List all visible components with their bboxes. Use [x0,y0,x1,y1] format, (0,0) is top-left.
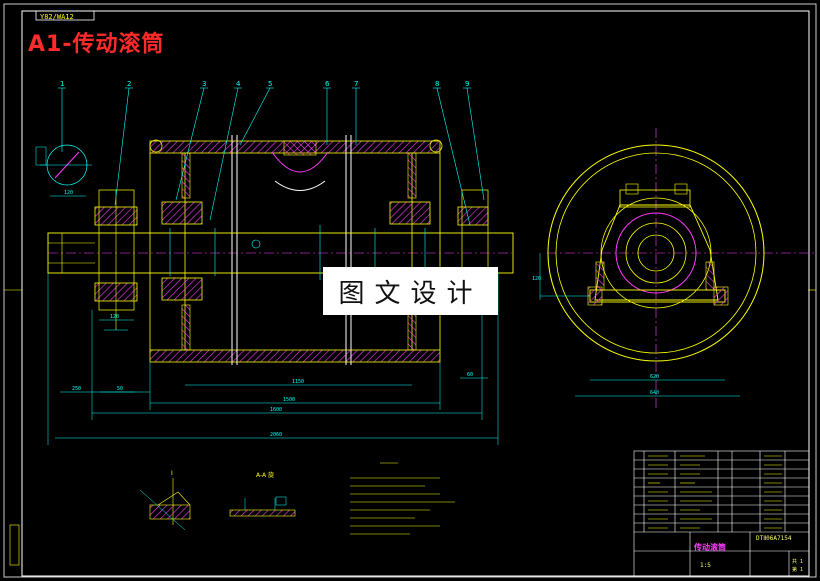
balloon-6: 6 [325,80,330,88]
drawing-code: Y82/WA12 [40,13,74,21]
title-block [633,450,810,577]
svg-text:50: 50 [117,386,123,392]
main-section-view [47,135,514,365]
svg-text:1500: 1500 [283,397,295,403]
balloon-2: 2 [127,80,131,88]
balloon-3: 3 [202,80,206,88]
svg-text:120: 120 [532,276,541,282]
section-labels: I A-A 旋 [171,470,274,479]
dimension-lines [47,273,499,445]
svg-text:1150: 1150 [292,379,304,385]
title-block-row-fills [648,455,782,529]
drawing-code-box [35,10,95,21]
title-block-sheet-info: 共 1 第 1 [792,558,803,574]
balloon-7: 7 [354,80,358,88]
svg-text:120: 120 [110,314,119,320]
sheet-number: 第 1 [792,567,804,573]
balloon-9: 9 [465,80,469,88]
balloon-5: 5 [268,80,272,88]
watermark-overlay: 图文设计 [323,267,498,315]
svg-text:640: 640 [650,390,659,396]
svg-text:2060: 2060 [270,432,282,438]
balloon-1: 1 [60,80,64,88]
dimension-texts: 2060 1600 1500 1150 250 50 60 120 120 [64,190,473,438]
title-block-part-name: 传动滚筒 [694,543,726,552]
inner-frame [21,10,810,577]
section-a-a [229,496,296,517]
svg-text:1600: 1600 [270,407,282,413]
balloon-8: 8 [435,80,439,88]
svg-text:120: 120 [64,190,73,196]
balloon-4: 4 [236,80,241,88]
title-block-scale: 1:5 [700,562,711,569]
outer-frame [3,3,817,578]
balloon-leaders [58,87,485,226]
technical-notes [350,462,455,535]
svg-text:60: 60 [467,372,473,378]
shaft-end-detail [35,144,92,197]
page-title: A1-传动滚筒 [28,32,165,57]
section-label-i: I [171,470,173,477]
side-view: 620 640 120 [532,128,815,410]
title-block-drawing-number: DTⅡ06A7154 [756,535,792,542]
svg-text:250: 250 [72,386,81,392]
balloon-numbers: 1 2 3 4 5 6 7 8 9 [60,80,469,88]
svg-text:620: 620 [650,374,659,380]
detail-view-i [139,478,191,531]
binding-margin-label [9,524,20,566]
sheet-total: 共 1 [792,559,804,565]
section-label-a-a: A-A 旋 [256,471,274,479]
